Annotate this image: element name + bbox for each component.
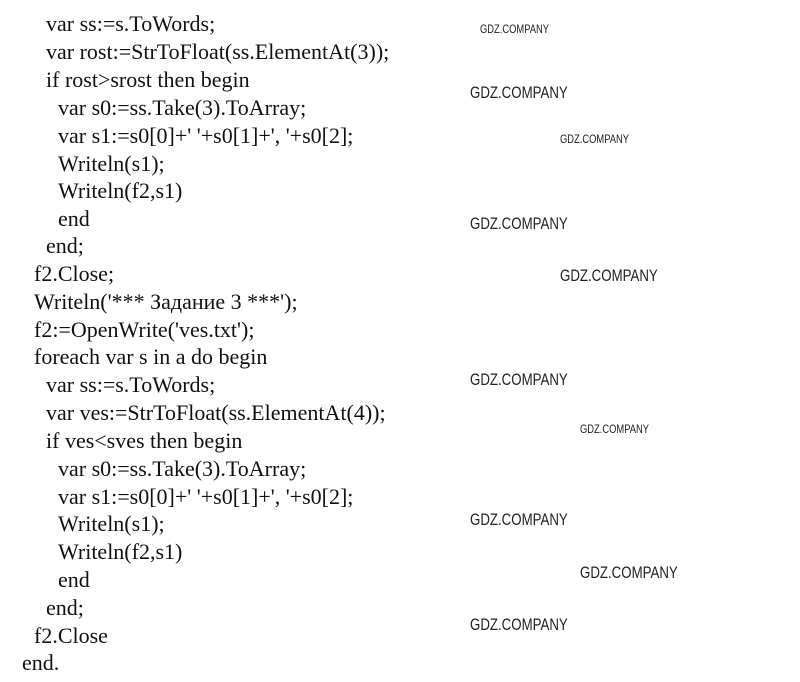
code-line: foreach var s in a do begin	[34, 344, 268, 369]
code-line: end	[58, 206, 90, 231]
code-line: f2.Close	[34, 623, 108, 648]
code-line: var rost:=StrToFloat(ss.ElementAt(3));	[46, 39, 390, 64]
code-line: Writeln(s1);	[58, 511, 165, 536]
code-line: var ves:=StrToFloat(ss.ElementAt(4));	[46, 400, 386, 425]
watermark: GDZ.COMPANY	[580, 422, 649, 436]
code-line: end.	[22, 650, 60, 675]
code-line: f2:=OpenWrite('ves.txt');	[34, 317, 255, 342]
watermark: GDZ.COMPANY	[470, 214, 568, 233]
code-line: var ss:=s.ToWords;	[46, 11, 216, 36]
code-line: end;	[46, 595, 84, 620]
code-line: end;	[46, 233, 84, 258]
code-line: var ss:=s.ToWords;	[46, 372, 216, 397]
code-line: Writeln(f2,s1)	[58, 539, 183, 564]
watermark: GDZ.COMPANY	[580, 563, 678, 582]
watermark: GDZ.COMPANY	[560, 132, 629, 146]
code-line: f2.Close;	[34, 261, 115, 286]
code-line: if ves<sves then begin	[46, 428, 243, 453]
watermark: GDZ.COMPANY	[470, 510, 568, 529]
code-line: end	[58, 567, 90, 592]
code-line: Writeln(s1);	[58, 151, 165, 176]
watermark: GDZ.COMPANY	[470, 83, 568, 102]
code-line: var s1:=s0[0]+' '+s0[1]+', '+s0[2];	[58, 123, 354, 148]
code-line: var s1:=s0[0]+' '+s0[1]+', '+s0[2];	[58, 484, 354, 509]
code-line: if rost>srost then begin	[46, 67, 250, 92]
code-line: var s0:=ss.Take(3).ToArray;	[58, 95, 307, 120]
code-line: var s0:=ss.Take(3).ToArray;	[58, 456, 307, 481]
code-line: Writeln('*** Задание 3 ***');	[34, 289, 298, 314]
watermark: GDZ.COMPANY	[480, 22, 549, 36]
watermark: GDZ.COMPANY	[470, 370, 568, 389]
watermark: GDZ.COMPANY	[560, 266, 658, 285]
code-line: Writeln(f2,s1)	[58, 178, 183, 203]
watermark: GDZ.COMPANY	[470, 615, 568, 634]
